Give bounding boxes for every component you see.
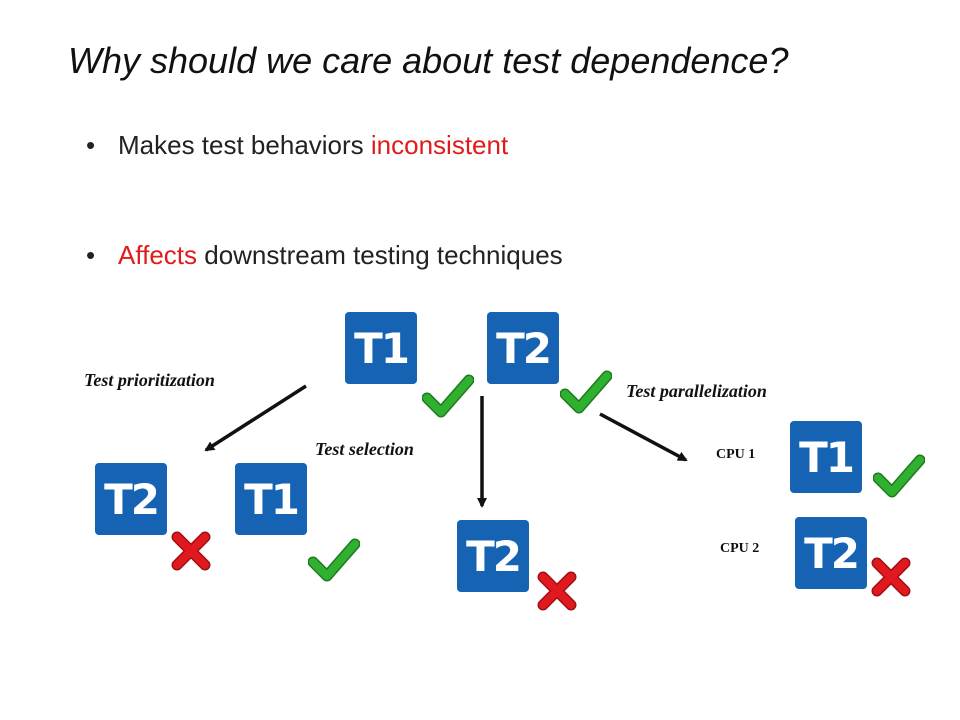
arrow-parallelization — [599, 412, 688, 462]
test-tile-t2: T2 — [95, 463, 167, 535]
label-test-selection: Test selection — [315, 439, 414, 459]
bullet-highlight: Affects — [118, 240, 198, 270]
cross-icon — [871, 557, 911, 597]
slide-title: Why should we care about test dependence… — [68, 40, 789, 81]
test-tile-t2: T2 — [795, 517, 867, 589]
checkmark-icon — [873, 454, 925, 498]
test-tile-t1: T1 — [790, 421, 862, 493]
cross-icon — [537, 571, 577, 611]
test-tile-t1: T1 — [345, 312, 417, 384]
bullet-glyph: • — [86, 130, 96, 160]
bullet-glyph: • — [86, 240, 96, 270]
test-tile-t1: T1 — [235, 463, 307, 535]
bullet-text: Makes test behaviors — [118, 130, 371, 160]
label-test-prioritization: Test prioritization — [84, 370, 215, 390]
cross-icon — [171, 531, 211, 571]
label-test-parallelization: Test parallelization — [626, 381, 767, 401]
arrow-prioritization — [204, 384, 307, 452]
test-tile-t2: T2 — [487, 312, 559, 384]
checkmark-icon — [308, 538, 360, 582]
bullet-affects: • Affects downstream testing techniques — [86, 240, 563, 271]
label-cpu-1: CPU 1 — [716, 447, 756, 462]
label-cpu-2: CPU 2 — [720, 541, 760, 556]
test-tile-t2: T2 — [457, 520, 529, 592]
checkmark-icon — [422, 374, 474, 418]
bullet-highlight: inconsistent — [370, 130, 509, 160]
bullet-text: downstream testing techniques — [197, 240, 563, 270]
checkmark-icon — [560, 370, 612, 414]
bullet-inconsistent: • Makes test behaviors inconsistent — [86, 130, 508, 161]
